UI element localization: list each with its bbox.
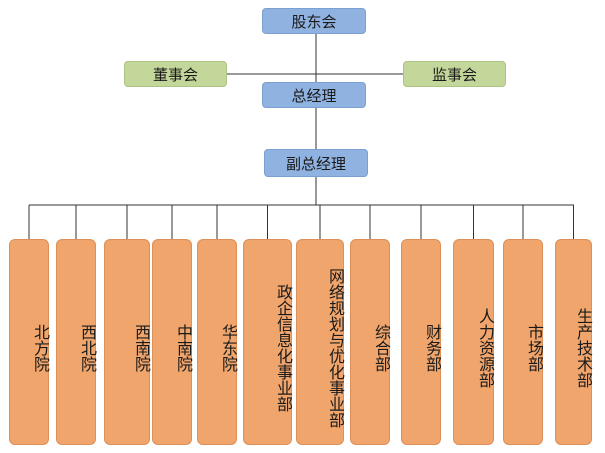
dept-label: 西北院: [78, 324, 97, 372]
dept-human-resources: 人力资源部: [453, 239, 495, 445]
dept-label: 西南院: [132, 324, 151, 372]
deputy-general-manager-node: 副总经理: [264, 149, 368, 177]
deputy-general-manager-label: 副总经理: [285, 154, 346, 173]
dept-production-technology: 生产技术部: [555, 239, 593, 445]
dept-east-china: 华东院: [197, 239, 238, 445]
dept-gov-enterprise-it: 政企信息化事业部: [243, 239, 293, 445]
dept-label: 市场部: [525, 324, 544, 372]
board-node: 董事会: [124, 61, 227, 87]
dept-network-planning: 网络规划与优化事业部: [296, 239, 345, 445]
dept-label: 人力资源部: [476, 308, 495, 388]
dept-label: 网络规划与优化事业部: [326, 268, 345, 428]
dept-label: 华东院: [219, 324, 238, 372]
dept-marketing: 市场部: [503, 239, 544, 445]
dept-label: 生产技术部: [574, 308, 593, 388]
dept-southwest: 西南院: [104, 239, 151, 445]
shareholders-label: 股东会: [291, 12, 337, 31]
dept-general-affairs: 综合部: [350, 239, 391, 445]
general-manager-node: 总经理: [262, 82, 366, 108]
dept-label: 综合部: [372, 324, 391, 372]
supervisors-label: 监事会: [431, 65, 477, 84]
dept-label: 中南院: [174, 324, 193, 372]
dept-label: 北方院: [31, 324, 50, 372]
supervisors-node: 监事会: [403, 61, 506, 87]
dept-label: 财务部: [423, 324, 442, 372]
board-label: 董事会: [152, 65, 198, 84]
general-manager-label: 总经理: [291, 86, 337, 105]
shareholders-node: 股东会: [262, 8, 366, 34]
dept-central-south: 中南院: [152, 239, 193, 445]
dept-label: 政企信息化事业部: [274, 284, 293, 412]
dept-finance: 财务部: [401, 239, 442, 445]
dept-north: 北方院: [9, 239, 50, 445]
dept-northwest: 西北院: [56, 239, 97, 445]
